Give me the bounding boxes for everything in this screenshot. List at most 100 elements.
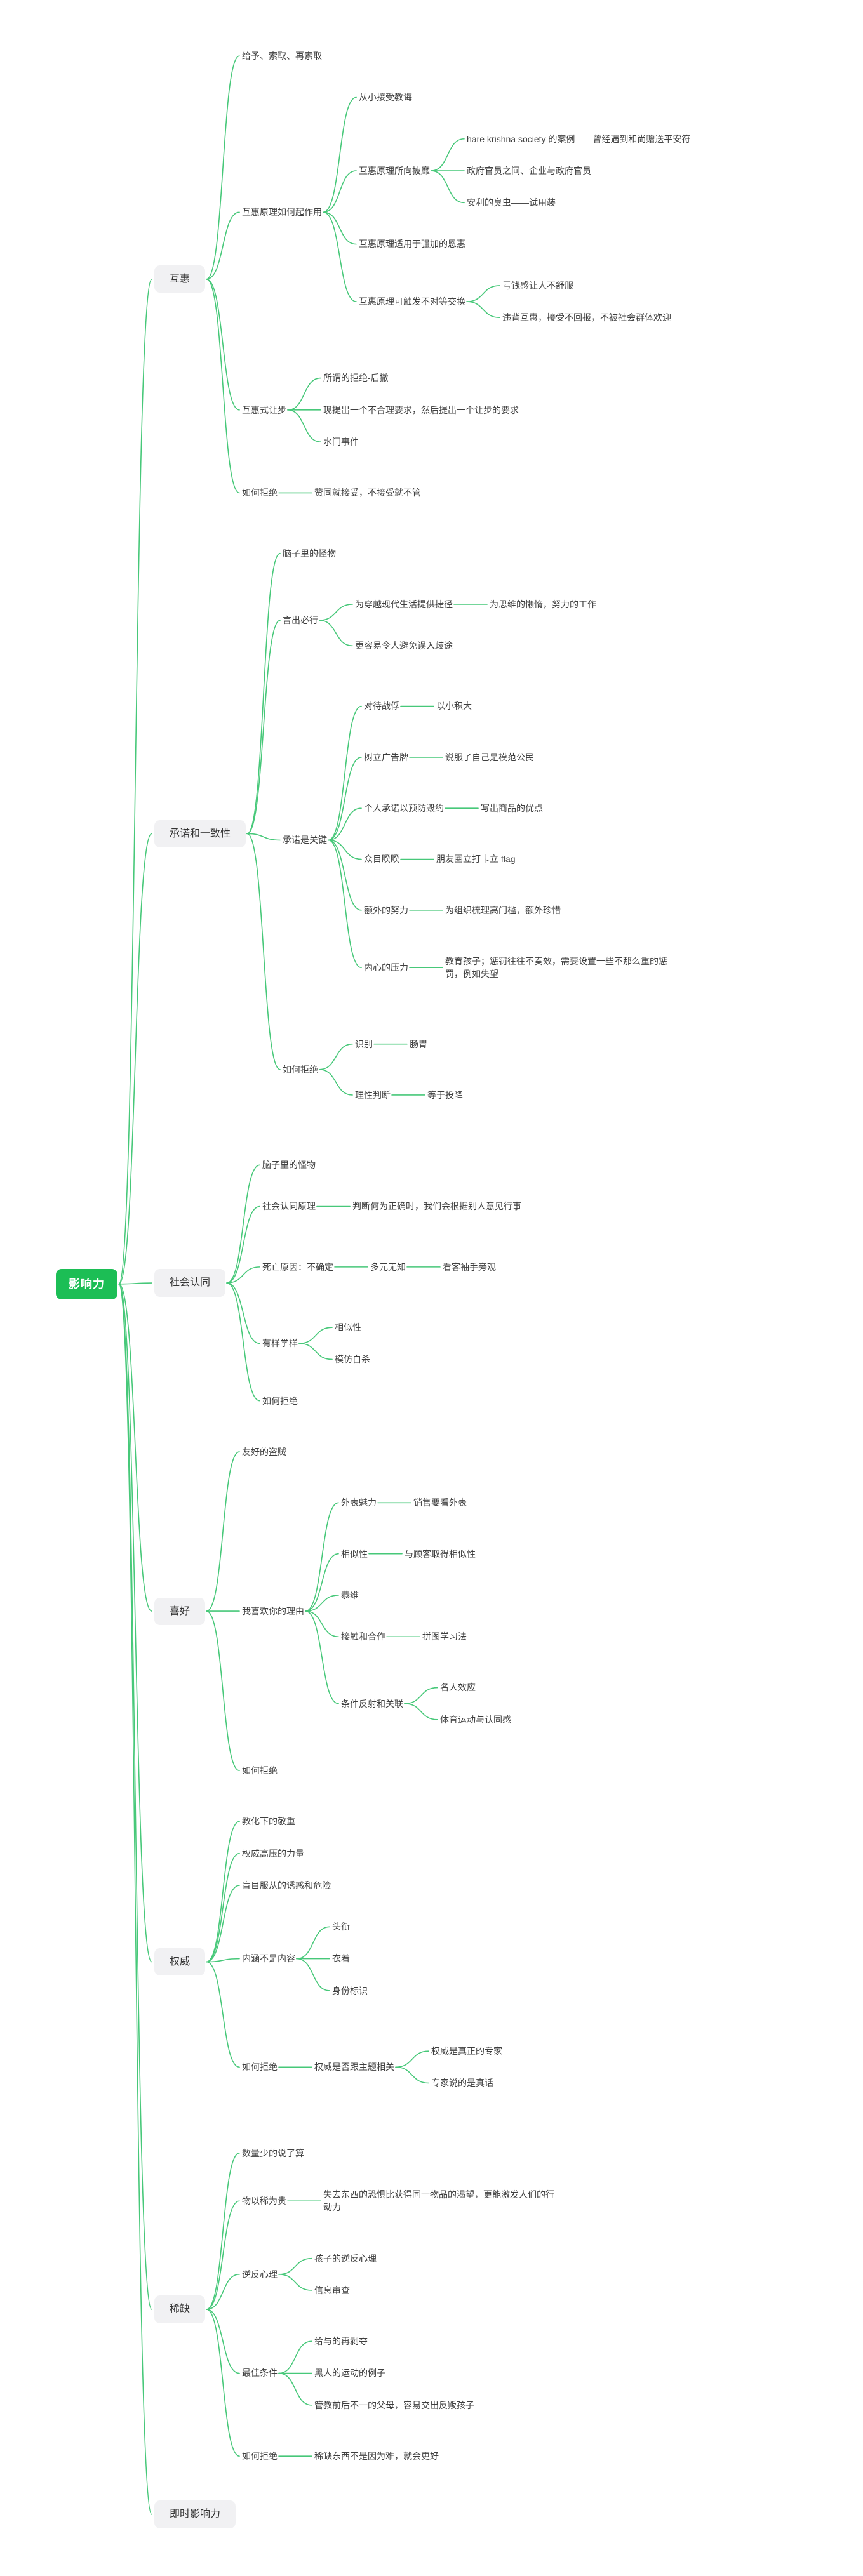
mindmap-text-node[interactable]: 水门事件	[323, 436, 359, 447]
mindmap-text-node[interactable]: 承诺是关键	[283, 835, 328, 846]
mindmap-text-node[interactable]: 亏钱感让人不舒服	[502, 280, 574, 291]
mindmap-text-node[interactable]: 相似性	[341, 1548, 368, 1559]
mindmap-text-node[interactable]: 衣着	[332, 1953, 351, 1964]
mindmap-text-node[interactable]: 社会认同原理	[262, 1201, 316, 1212]
mindmap-text-node[interactable]: 内心的压力	[364, 962, 409, 973]
mindmap-text-node[interactable]: 身份标识	[332, 1985, 368, 1996]
mindmap-text-node[interactable]: 管教前后不一的父母，容易交出反叛孩子	[314, 2400, 475, 2410]
mindmap-text-node[interactable]: 从小接受教诲	[359, 92, 413, 103]
mindmap-text-node[interactable]: 盲目服从的诱惑和危险	[242, 1880, 331, 1890]
mindmap-text-node[interactable]: 死亡原因：不确定	[262, 1261, 334, 1272]
mindmap-branch: 我喜欢你的理由 外表魅力 销售要看外表相似性 与顾客取得相似性恭维接触和合作 拼图学习法…	[242, 1477, 511, 1745]
mindmap-text-node[interactable]: 有样学样	[262, 1338, 298, 1349]
mindmap-topic-node[interactable]: 喜好	[154, 1597, 206, 1625]
mindmap-text-node[interactable]: 友好的盗贼	[242, 1446, 287, 1457]
mindmap-children-group: 说服了自己是模范公民	[445, 741, 534, 773]
mindmap-text-node[interactable]: 等于投降	[427, 1089, 464, 1100]
mindmap-text-node[interactable]: 我喜欢你的理由	[242, 1605, 305, 1616]
mindmap-text-node[interactable]: 条件反射和关联	[341, 1698, 404, 1709]
mindmap-text-node[interactable]: 多元无知	[370, 1261, 406, 1272]
mindmap-text-node[interactable]: 给与的再剥夺	[314, 2336, 368, 2347]
mindmap-text-node[interactable]: 识别	[355, 1039, 373, 1049]
mindmap-text-node[interactable]: 稀缺东西不是因为难，就会更好	[314, 2451, 439, 2462]
mindmap-text-node[interactable]: 理性判断	[355, 1089, 391, 1100]
mindmap-text-node[interactable]: 与顾客取得相似性	[405, 1548, 476, 1559]
mindmap-text-node[interactable]: 为思维的懒惰，努力的工作	[490, 599, 597, 609]
mindmap-text-node[interactable]: 说服了自己是模范公民	[445, 752, 535, 762]
mindmap-text-node[interactable]: 如何拒绝	[242, 488, 278, 498]
mindmap-text-node[interactable]: 对待战俘	[364, 701, 400, 712]
mindmap-topic-node[interactable]: 互惠	[154, 265, 206, 293]
mindmap-text-node[interactable]: 脑子里的怪物	[283, 548, 337, 559]
mindmap-text-node[interactable]: 权威是否跟主题相关	[314, 2062, 395, 2073]
mindmap-text-node[interactable]: 头衔	[332, 1922, 351, 1932]
mindmap-text-node[interactable]: 信息审查	[314, 2285, 351, 2295]
mindmap-text-node[interactable]: 为穿越现代生活提供捷径	[355, 599, 453, 609]
mindmap-text-node[interactable]: 教化下的敬重	[242, 1816, 296, 1827]
mindmap-text-node[interactable]: 教育孩子；惩罚往往不奏效，需要设置一些不那么重的惩罚，例如失望	[445, 955, 668, 979]
mindmap-text-node[interactable]: 如何拒绝	[262, 1395, 298, 1406]
mindmap-text-node[interactable]: 物以稀为贵	[242, 2196, 287, 2207]
mindmap-text-node[interactable]: 外表魅力	[341, 1497, 377, 1508]
mindmap-text-node[interactable]: 判断何为正确时，我们会根据别人意见行事	[352, 1201, 522, 1212]
mindmap-text-node[interactable]: 朋友圈立打卡立 flag	[436, 854, 516, 865]
mindmap-text-node[interactable]: 更容易令人避免误入歧途	[355, 641, 453, 651]
mindmap-text-node[interactable]: 现提出一个不合理要求，然后提出一个让步的要求	[323, 404, 519, 415]
mindmap-text-node[interactable]: 黑人的运动的例子	[314, 2368, 386, 2379]
mindmap-text-node[interactable]: 给予、索取、再索取	[242, 51, 323, 61]
mindmap-root-node[interactable]: 影响力	[56, 1268, 117, 1299]
mindmap-text-node[interactable]: 脑子里的怪物	[262, 1160, 316, 1171]
mindmap-text-node[interactable]: 数量少的说了算	[242, 2148, 305, 2158]
mindmap-text-node[interactable]: 赞同就接受，不接受就不管	[314, 488, 422, 498]
mindmap-text-node[interactable]: 互惠原理所向披靡	[359, 165, 431, 176]
mindmap-text-node[interactable]: 如何拒绝	[283, 1064, 319, 1075]
mindmap-text-node[interactable]: 如何拒绝	[242, 2451, 278, 2462]
mindmap-text-node[interactable]: 相似性	[335, 1322, 362, 1333]
mindmap-text-node[interactable]: 安利的臭虫——试用装	[467, 197, 556, 208]
mindmap-text-node[interactable]: 销售要看外表	[413, 1497, 467, 1508]
mindmap-text-node[interactable]: 权威是真正的专家	[431, 2046, 503, 2057]
mindmap-text-node[interactable]: 模仿自杀	[335, 1354, 371, 1365]
mindmap-text-node[interactable]: 接触和合作	[341, 1631, 386, 1642]
mindmap-children-group: 为穿越现代生活提供捷径 为思维的懒惰，努力的工作更容易令人避免误入歧途	[355, 579, 596, 662]
mindmap-text-node[interactable]: 体育运动与认同感	[440, 1714, 512, 1725]
mindmap-topic-node[interactable]: 即时影响力	[154, 2500, 236, 2528]
mindmap-text-node[interactable]: 额外的努力	[364, 905, 409, 915]
mindmap-children-group: 教育孩子；惩罚往往不奏效，需要设置一些不那么重的惩罚，例如失望	[445, 945, 681, 990]
mindmap-text-node[interactable]: 恭维	[341, 1590, 359, 1600]
mindmap-text-node[interactable]: 互惠原理适用于强加的恩惠	[359, 239, 466, 249]
mindmap-text-node[interactable]: 众目睽睽	[364, 854, 400, 865]
mindmap-text-node[interactable]: 拼图学习法	[422, 1631, 467, 1642]
mindmap-text-node[interactable]: 以小积大	[436, 701, 472, 712]
mindmap-text-node[interactable]: 逆反心理	[242, 2269, 278, 2280]
mindmap-text-node[interactable]: 失去东西的恐惧比获得同一物品的渴望，更能激发人们的行动力	[323, 2189, 555, 2213]
mindmap-text-node[interactable]: 专家说的是真话	[431, 2078, 494, 2088]
mindmap-text-node[interactable]: 肠胃	[410, 1039, 428, 1049]
mindmap-text-node[interactable]: 政府官员之间、企业与政府官员	[467, 165, 592, 176]
mindmap-topic-node[interactable]: 权威	[154, 1948, 206, 1976]
mindmap-text-node[interactable]: 内涵不是内容	[242, 1953, 296, 1964]
mindmap-text-node[interactable]: 树立广告牌	[364, 752, 409, 762]
mindmap-text-node[interactable]: 如何拒绝	[242, 2062, 278, 2073]
mindmap-text-node[interactable]: 权威高压的力量	[242, 1848, 305, 1859]
mindmap-text-node[interactable]: 孩子的逆反心理	[314, 2253, 377, 2264]
mindmap-text-node[interactable]: 个人承诺以预防毁约	[364, 803, 445, 814]
mindmap-topic-node[interactable]: 稀缺	[154, 2295, 206, 2323]
mindmap-text-node[interactable]: 违背互惠，接受不回报，不被社会群体欢迎	[502, 312, 672, 323]
mindmap-topic-node[interactable]: 社会认同	[154, 1269, 226, 1297]
mindmap-text-node[interactable]: 互惠原理可触发不对等交换	[359, 296, 466, 307]
mindmap-topic-node[interactable]: 承诺和一致性	[154, 820, 246, 847]
mindmap-text-node[interactable]: hare krishna society 的案例——曾经遇到和尚赠送平安符	[467, 133, 691, 144]
mindmap-text-node[interactable]: 所谓的拒绝-后撤	[323, 373, 389, 383]
mindmap-text-node[interactable]: 互惠原理如何起作用	[242, 207, 323, 218]
mindmap-text-node[interactable]: 最佳条件	[242, 2368, 278, 2379]
mindmap-text-node[interactable]: 如何拒绝	[242, 1765, 278, 1776]
mindmap-text-node[interactable]: 为组织梳理高门槛，额外珍惜	[445, 905, 561, 915]
mindmap-branch: 脑子里的怪物	[283, 547, 681, 560]
mindmap-children-group: 判断何为正确时，我们会根据别人意见行事	[352, 1190, 521, 1222]
mindmap-text-node[interactable]: 看客袖手旁观	[443, 1261, 497, 1272]
mindmap-text-node[interactable]: 言出必行	[283, 615, 319, 625]
mindmap-text-node[interactable]: 写出商品的优点	[481, 803, 544, 814]
mindmap-text-node[interactable]: 名人效应	[440, 1682, 476, 1693]
mindmap-text-node[interactable]: 互惠式让步	[242, 404, 287, 415]
